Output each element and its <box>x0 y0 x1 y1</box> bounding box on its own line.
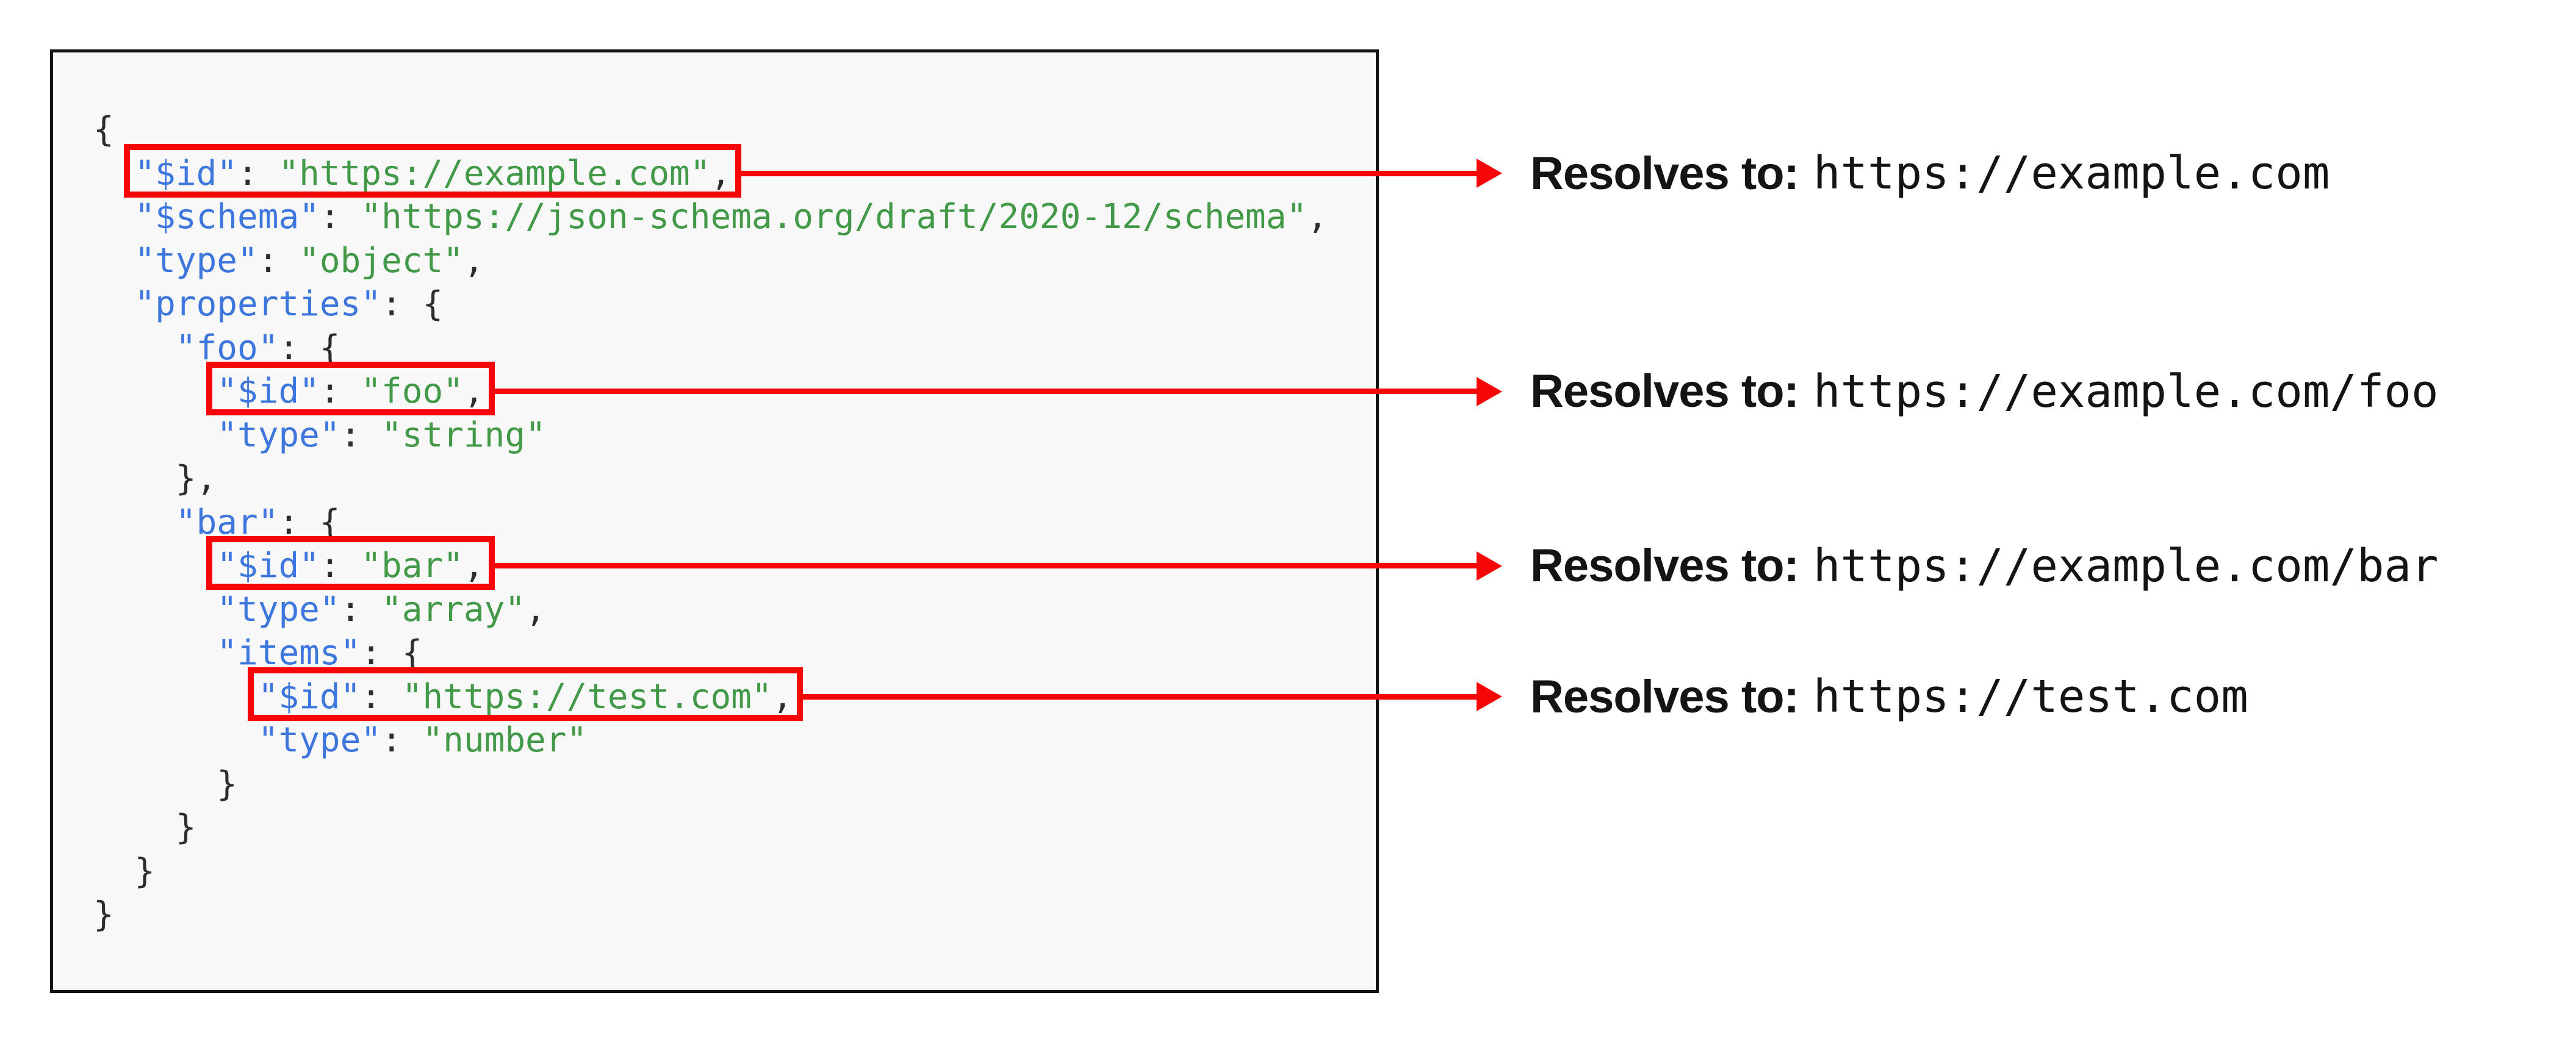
resolved-url: https://example.com/bar <box>1813 539 2439 592</box>
highlight-box <box>206 362 495 415</box>
arrowhead-icon <box>1477 551 1502 581</box>
annotation-row: Resolves to: https://example.com/foo <box>1530 358 2439 425</box>
arrowhead-icon <box>1477 376 1502 406</box>
highlight-box <box>247 667 804 721</box>
code-line: "type": "number" <box>257 720 588 760</box>
resolves-label: Resolves to: <box>1530 670 1799 723</box>
resolves-label: Resolves to: <box>1530 147 1799 199</box>
arrow-line <box>492 563 1477 569</box>
code-line: "type": "object", <box>134 240 484 281</box>
code-line: } <box>93 764 238 804</box>
code-line: } <box>93 808 196 847</box>
code-line: "items": { <box>217 633 423 673</box>
code-block: { "$id": "https://example.com", "$schema… <box>93 108 1328 937</box>
code-line: { <box>93 110 114 149</box>
code-line: } <box>93 851 156 891</box>
code-line: "$id": "bar", <box>217 546 484 586</box>
arrowhead-icon <box>1477 682 1502 712</box>
resolved-url: https://example.com/foo <box>1813 365 2439 418</box>
code-line: "$id": "foo", <box>217 371 484 411</box>
highlight-box <box>206 536 495 590</box>
code-line: "$schema": "https://json-schema.org/draf… <box>134 197 1328 237</box>
code-line: "properties": { <box>134 284 444 324</box>
code-line: }, <box>93 459 217 498</box>
annotation-row: Resolves to: https://test.com <box>1530 663 2248 730</box>
code-line: "type": "array", <box>217 589 546 629</box>
resolved-url: https://test.com <box>1813 670 2248 723</box>
resolves-label: Resolves to: <box>1530 540 1799 592</box>
arrowhead-icon <box>1477 159 1502 188</box>
resolved-url: https://example.com <box>1813 147 2330 200</box>
code-line: "type": "string" <box>217 415 546 455</box>
code-line: } <box>93 895 114 934</box>
code-panel <box>50 49 1379 993</box>
annotation-row: Resolves to: https://example.com <box>1530 140 2330 207</box>
annotation-row: Resolves to: https://example.com/bar <box>1530 532 2439 600</box>
arrow-line <box>801 694 1477 700</box>
highlight-box <box>124 143 742 198</box>
code-line: "foo": { <box>175 328 340 368</box>
resolves-label: Resolves to: <box>1530 365 1799 418</box>
arrow-line <box>739 170 1477 176</box>
arrow-line <box>492 389 1477 395</box>
code-line: "bar": { <box>175 502 340 542</box>
code-line: "$id": "https://example.com", <box>134 153 732 193</box>
code-line: "$id": "https://test.com", <box>257 676 793 717</box>
